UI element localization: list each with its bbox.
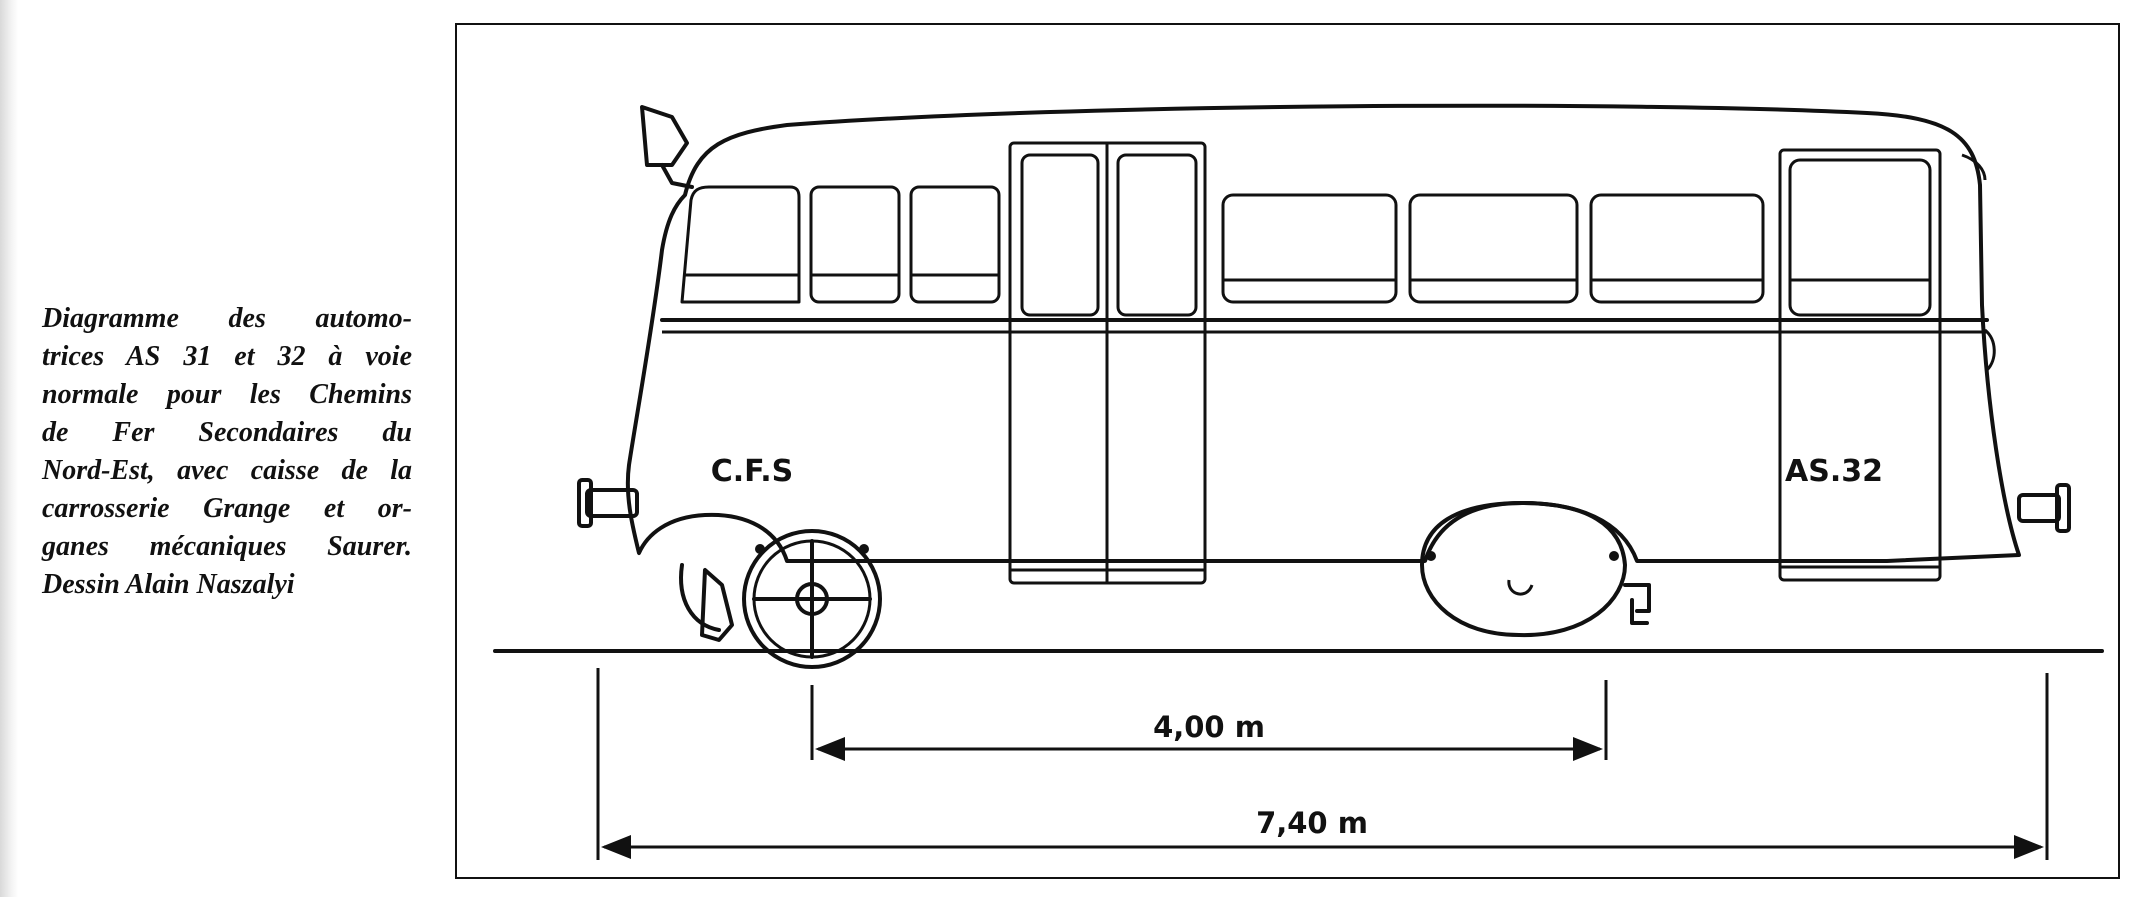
- rear-buffer: [2017, 483, 2071, 533]
- rear-grab: [1983, 328, 1996, 372]
- railcar-diagram: C.F.S AS.32 4,00 m 7,40 m: [493, 103, 2104, 860]
- window-front-3: [909, 185, 1001, 304]
- number-marking: AS.32: [1785, 454, 1883, 489]
- window-middle-2: [1408, 193, 1579, 304]
- window-middle-1: [1221, 193, 1398, 304]
- caption-line: Diagramme des automo-: [42, 303, 412, 334]
- caption-line: trices AS 31 et 32 à voie: [42, 341, 412, 372]
- page-edge-shadow: [0, 0, 18, 897]
- window-middle-3: [1589, 193, 1765, 304]
- door-window-right: [1116, 153, 1198, 317]
- headlamp: [640, 105, 694, 189]
- caption-line: carrosserie Grange et or-: [42, 493, 412, 524]
- rear-door: [1778, 148, 1942, 582]
- car-body-outline: [625, 103, 2021, 563]
- window-front-1: [680, 185, 801, 304]
- figure-caption: Diagramme des automo- trices AS 31 et 32…: [42, 300, 412, 604]
- wheelbase-label: 4,00 m: [1153, 710, 1265, 744]
- wheelbase-dimension: 4,00 m: [596, 668, 1608, 860]
- front-buffer: [577, 478, 639, 528]
- caption-line: ganes mécaniques Saurer.: [42, 531, 412, 562]
- caption-line: Dessin Alain Naszalyi: [42, 569, 295, 600]
- operator-marking: C.F.S: [711, 454, 794, 489]
- rear-door-window: [1788, 158, 1932, 317]
- rear-wheel: [1420, 501, 1651, 638]
- caption-line: normale pour les Chemins: [42, 379, 412, 410]
- caption-line: de Fer Secondaires du: [42, 417, 412, 448]
- railcar-diagram-frame: C.F.S AS.32 4,00 m 7,40 m: [455, 23, 2120, 879]
- door-window-left: [1020, 153, 1100, 317]
- front-wheel: [679, 529, 882, 669]
- overall-length-label: 7,40 m: [1256, 806, 1368, 840]
- rear-roof-curl: [1961, 153, 1987, 181]
- window-front-2: [809, 185, 901, 304]
- caption-line: Nord-Est, avec caisse de la: [42, 455, 412, 486]
- overall-length-dimension: 7,40 m: [601, 673, 2049, 860]
